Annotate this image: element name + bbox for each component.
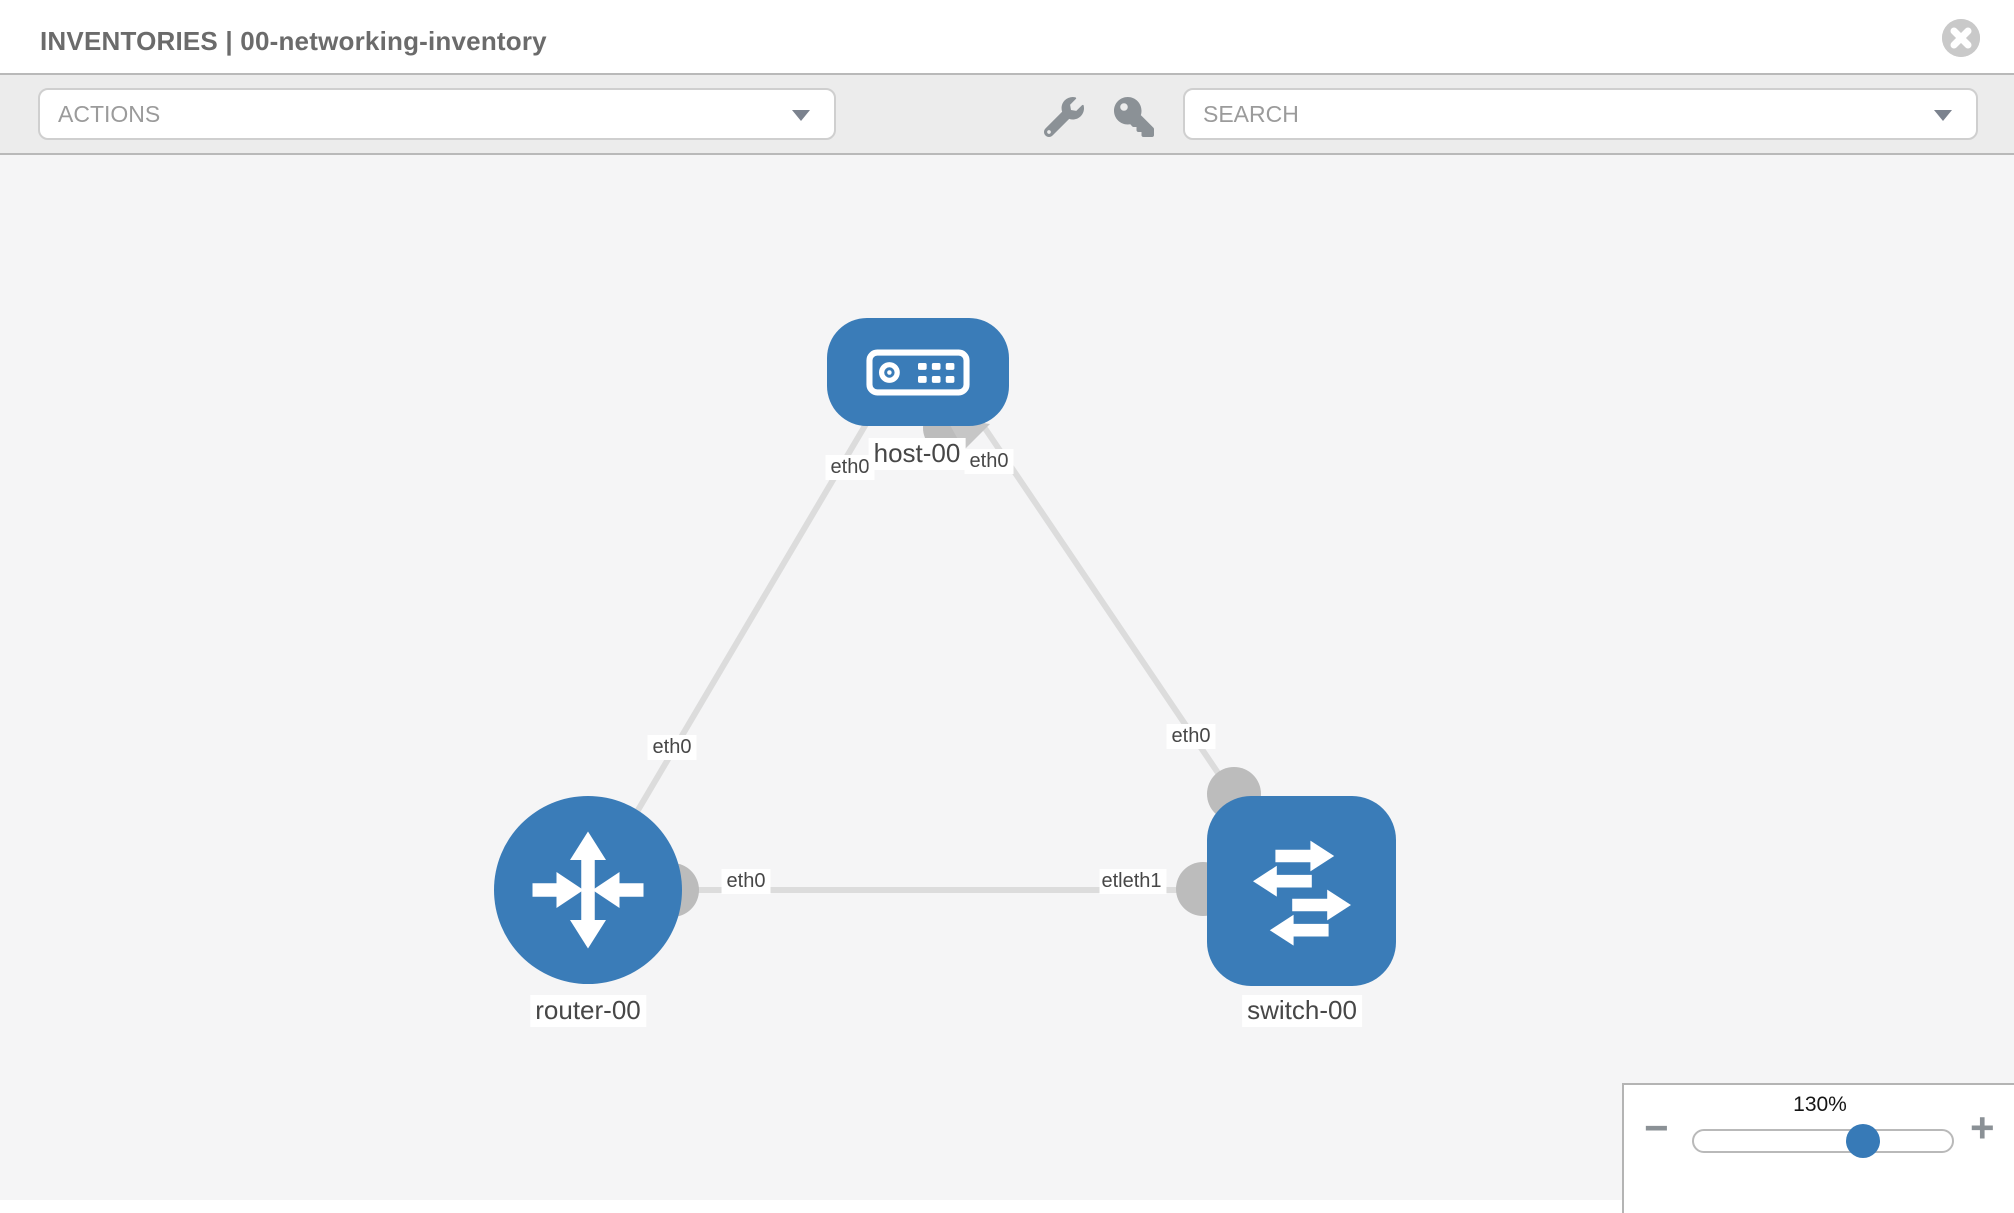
toolbar: ACTIONS SEARCH (0, 73, 2014, 155)
zoom-out-button[interactable]: − (1644, 1104, 1669, 1151)
search-dropdown-label: SEARCH (1203, 100, 1299, 127)
node-label-router: router-00 (530, 995, 646, 1027)
interface-label-switch-left: etleth1 (1099, 869, 1167, 894)
router-icon (532, 831, 644, 949)
zoom-slider-handle[interactable] (1846, 1124, 1880, 1158)
page-title: INVENTORIES | 00-networking-inventory (40, 26, 547, 56)
zoom-in-button[interactable]: + (1970, 1104, 1995, 1151)
interface-label-host-right: eth0 (964, 449, 1014, 474)
actions-dropdown-label: ACTIONS (58, 100, 161, 127)
zoom-slider[interactable] (1692, 1124, 1954, 1158)
chevron-down-icon (792, 110, 810, 121)
topology-canvas[interactable] (0, 155, 2014, 1200)
host-icon (866, 349, 970, 395)
close-button[interactable] (1942, 19, 1980, 57)
node-router-00[interactable] (494, 796, 682, 984)
zoom-control-panel: 130% − + (1622, 1083, 2014, 1213)
header-bar: INVENTORIES | 00-networking-inventory (0, 0, 2014, 73)
wrench-icon (1043, 97, 1084, 138)
search-dropdown[interactable]: SEARCH (1183, 88, 1978, 140)
switch-icon (1252, 840, 1351, 946)
interface-label-switch-left-front: eth1 (1122, 870, 1162, 892)
node-label-switch: switch-00 (1242, 995, 1362, 1027)
wrench-button[interactable] (1043, 97, 1084, 138)
chevron-down-icon (1934, 110, 1952, 121)
node-switch-00[interactable] (1207, 796, 1396, 986)
interface-label-switch-left-back: etl (1101, 870, 1123, 892)
node-host-00[interactable] (827, 318, 1009, 426)
interface-label-router-right: eth0 (721, 869, 771, 894)
interface-label-router-top: eth0 (647, 735, 697, 760)
interface-label-host-left: eth0 (825, 455, 875, 480)
key-button[interactable] (1114, 97, 1154, 137)
node-label-host: host-00 (868, 438, 966, 470)
actions-dropdown[interactable]: ACTIONS (38, 88, 836, 140)
key-icon (1114, 97, 1154, 137)
close-icon (1942, 19, 1980, 57)
interface-label-switch-top: eth0 (1166, 724, 1216, 749)
zoom-level-value: 130% (1793, 1093, 1847, 1116)
